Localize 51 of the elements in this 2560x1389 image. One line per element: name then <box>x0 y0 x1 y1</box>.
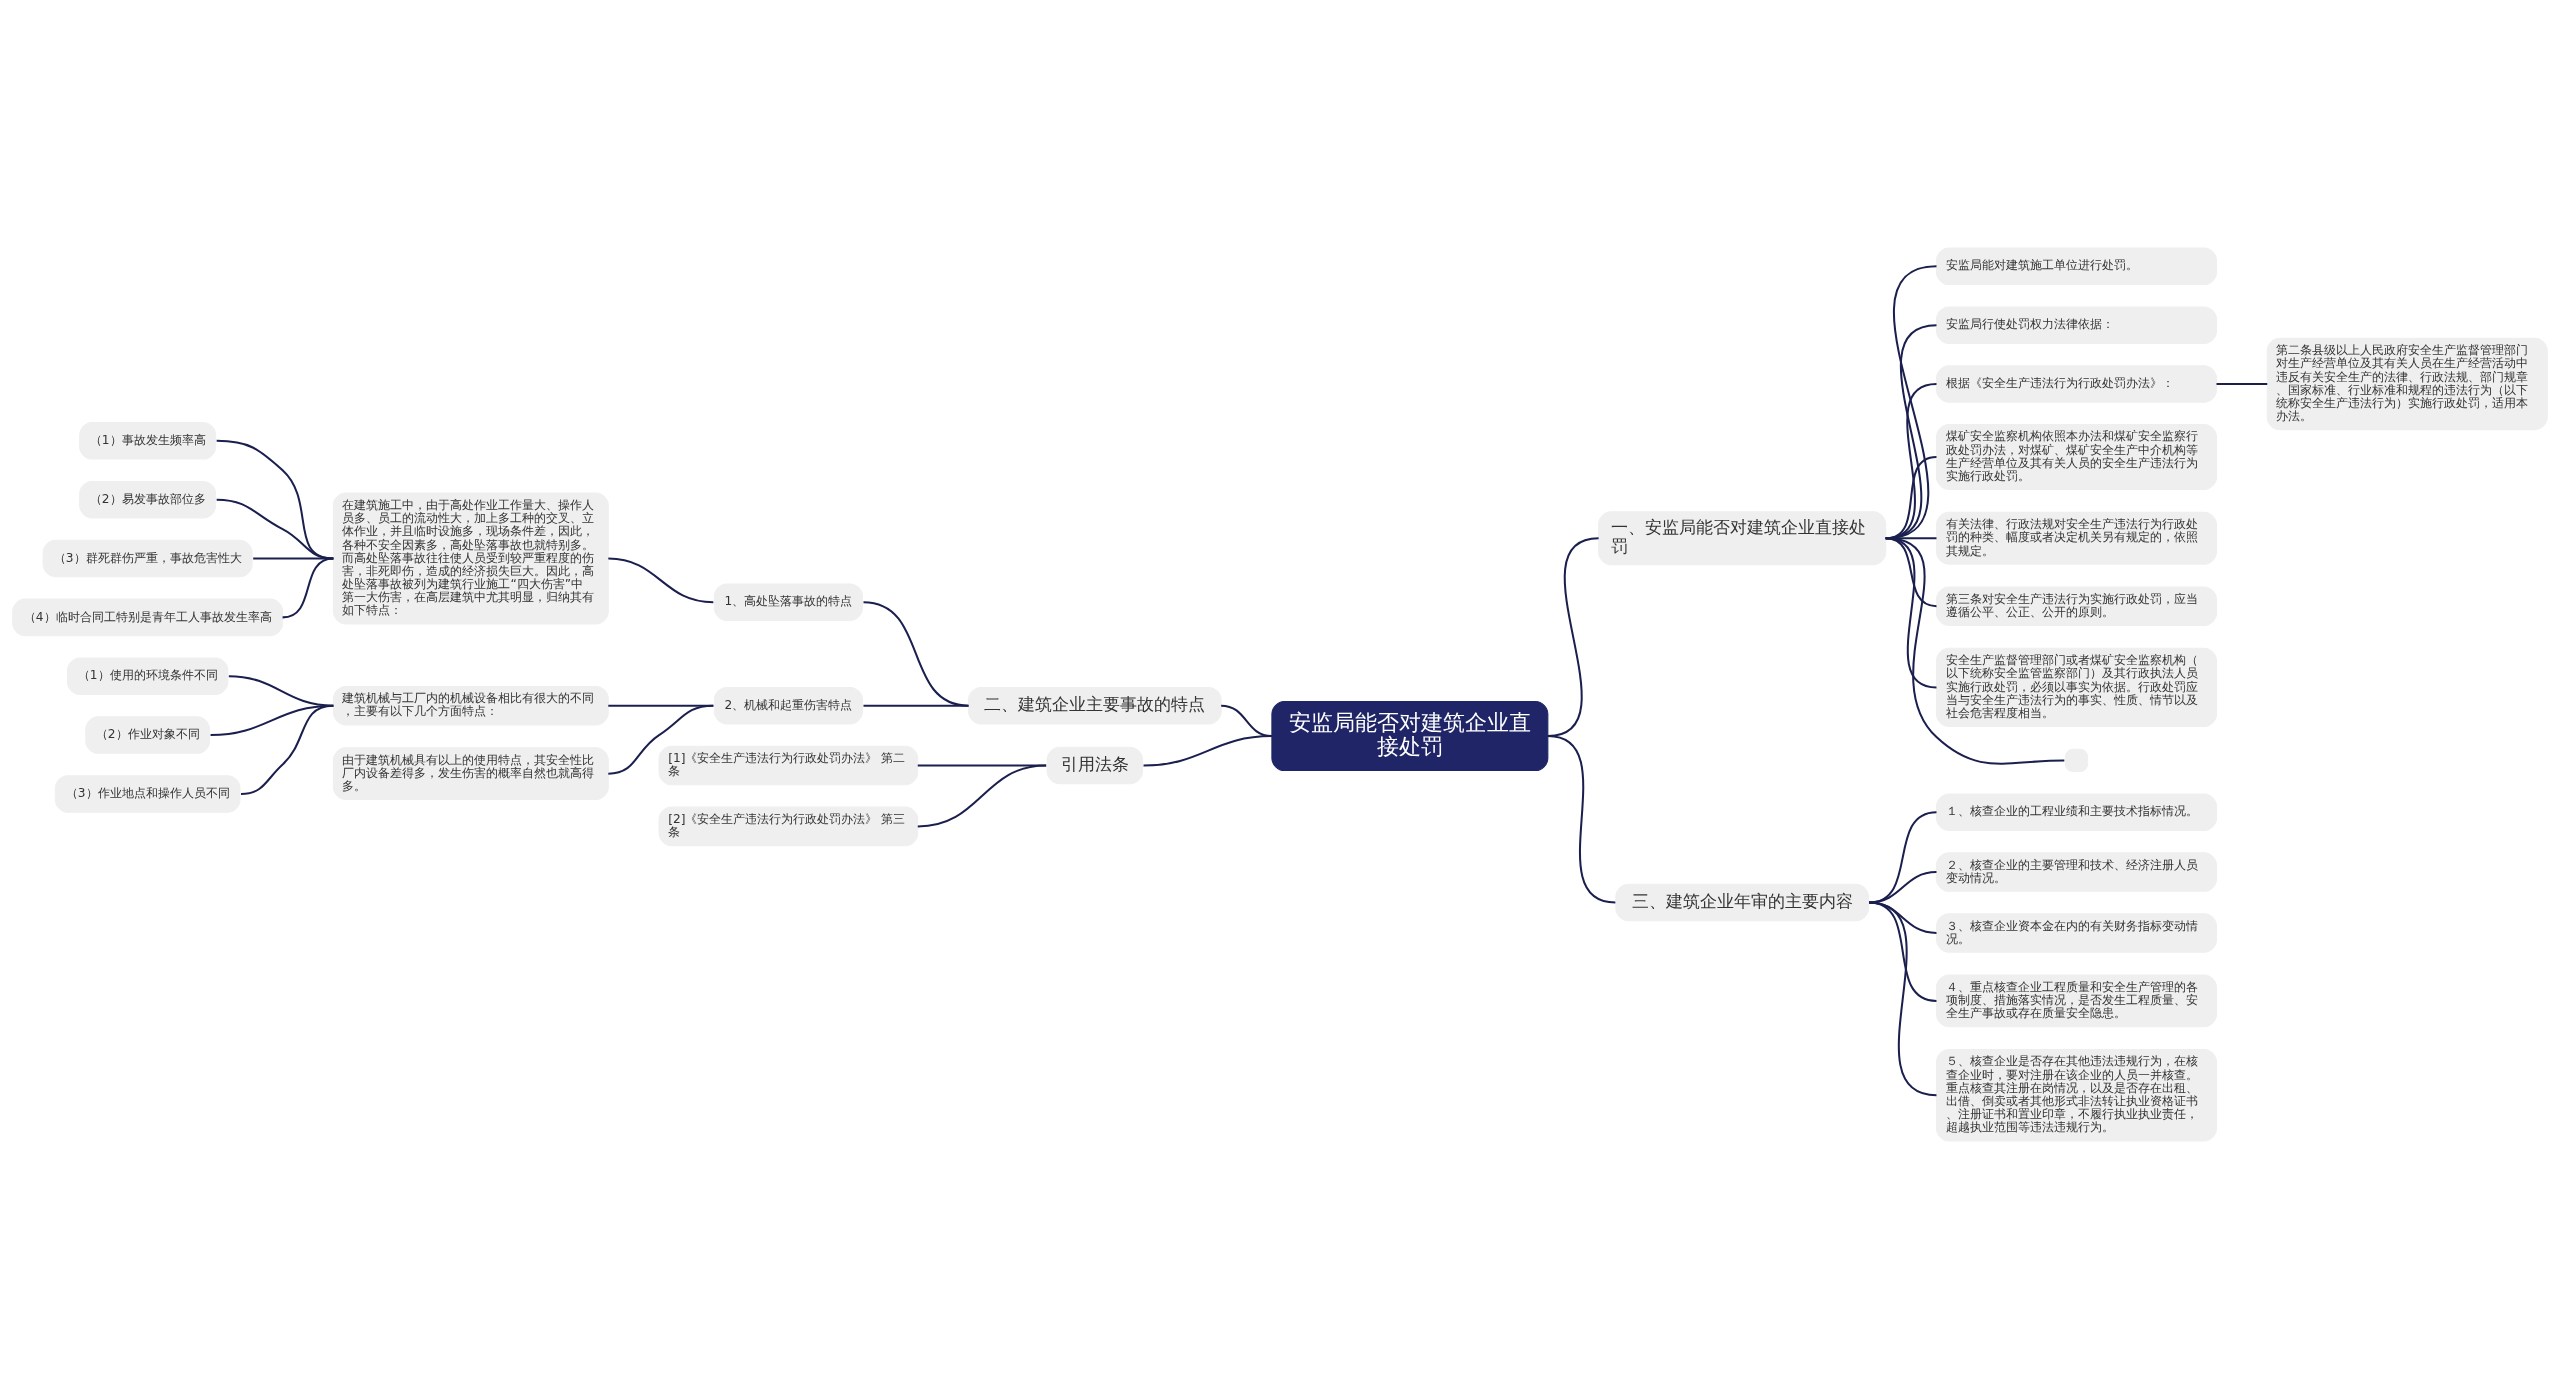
node-box: 第三条对安全生产违法行为实施行政处罚，应当遵循公平、公正、公开的原则。 <box>1935 586 2217 626</box>
node-box: （3）作业地点和操作人员不同 <box>54 775 241 813</box>
node-box: （2）作业对象不同 <box>85 716 211 754</box>
connector <box>216 439 334 560</box>
node-box <box>2064 748 2089 773</box>
node-box: 引用法条 <box>1046 746 1144 785</box>
node-box: 安监局行使处罚权力法律依据： <box>1935 306 2217 344</box>
connector <box>282 557 334 619</box>
connector <box>1868 811 1937 904</box>
node-box: 二、建筑企业主要事故的特点 <box>968 686 1222 725</box>
node-box: 煤矿安全监察机构依照本办法和煤矿安全监察行政处罚办法，对煤矿、煤矿安全生产中介机构等生产经营单位及其有关人员的安全生产违法行为实施行政处罚。 <box>1935 424 2217 491</box>
node-box: （4）临时合同工特别是青年工人事故发生率高 <box>12 598 284 637</box>
connector <box>863 704 969 707</box>
node-box: ４、重点核查企业工程质量和安全生产管理的各项制度、措施落实情况，是否发生工程质量、安全生产事故或存在质量安全隐患。 <box>1935 974 2217 1028</box>
node-box: 第二条县级以上人民政府安全生产监督管理部门对生产经营单位及其有关人员在生产经营活动中违反有关安全生产的法律、行政法规、部门规章、国家标准、行业标准和规程的违法行为（以下统称安全生产违法行为）实施行政处罚，适用本办法。 <box>2266 337 2548 431</box>
node-box: 安监局能对建筑施工单位进行处罚。 <box>1935 247 2217 286</box>
connector <box>1868 901 1937 1097</box>
connector <box>917 764 1047 828</box>
node-box: ２、核查企业的主要管理和技术、经济注册人员变动情况。 <box>1935 852 2217 892</box>
connector <box>2216 383 2268 386</box>
node-box: （1）使用的环境条件不同 <box>67 657 229 695</box>
node-box: 安监局能否对建筑企业直接处罚 <box>1271 701 1549 772</box>
connector <box>1885 537 2065 765</box>
node-box: 有关法律、行政法规对安全生产违法行为行政处罚的种类、幅度或者决定机关另有规定的，依照其规定。 <box>1935 511 2217 565</box>
connector <box>216 498 334 560</box>
connector <box>863 601 969 707</box>
connector <box>1885 537 1937 608</box>
node-box: ５、核查企业是否存在其他违法违规行为，在核查企业时，要对注册在该企业的人员一并核查。重点核查其注册在岗情况，以及是否存在出租、出借、倒卖或者其他形式非法转让执业资格证书、注册证书和置业印章，不履行执业执业责任，超越执业范围等违法违规行为。 <box>1935 1049 2217 1142</box>
node-box: [2]《安全生产违法行为行政处罚办法》 第三条 <box>658 806 919 847</box>
node-box: [1]《安全生产违法行为行政处罚办法》 第二条 <box>658 745 919 786</box>
node-box: 2、机械和起重伤害特点 <box>713 686 863 725</box>
node-box: 安全生产监督管理部门或者煤矿安全监察机构（以下统称安全监管监察部门）及其行政执法人员实施行政处罚，必须以事实为依据。行政处罚应当与安全生产违法行为的事实、性质、情节以及社会危害程度相当。 <box>1935 647 2217 727</box>
node-box: （1）事故发生频率高 <box>79 422 217 460</box>
node-box: １、核查企业的工程业绩和主要技术指标情况。 <box>1935 793 2217 831</box>
node-box: 在建筑施工中，由于高处作业工作量大、操作人员多、员工的流动性大，加上多工种的交叉、立体作业，并且临时设施多，现场条件差，因此，各种不安全因素多，高处坠落事故也就特别多。而高处坠落事故往往使人员受到较严重程度的伤害，非死即伤，造成的经济损失巨大。因此，高处坠落事故被列为建筑行业施工“四大伤害”中第一大伤害，在高层建筑中尤其明显，归纳其有如下特点： <box>332 492 609 625</box>
node-box: 建筑机械与工厂内的机械设备相比有很大的不同，主要有以下几个方面特点： <box>332 685 609 726</box>
node-box: （3）群死群伤严重，事故危害性大 <box>42 539 253 578</box>
connector <box>1868 871 1937 904</box>
node-box: ３、核查企业资本金在内的有关财务指标变动情况。 <box>1935 913 2217 953</box>
node-box: （2）易发事故部位多 <box>79 480 217 519</box>
connector <box>240 704 334 795</box>
node-box: 一、安监局能否对建筑企业直接处罚 <box>1598 511 1887 566</box>
connector <box>608 557 714 604</box>
connector <box>1547 735 1616 904</box>
node-box: 由于建筑机械具有以上的使用特点，其安全性比厂内设备差得多，发生伤害的概率自然也就高得多。 <box>332 747 609 801</box>
connector <box>608 704 714 775</box>
node-box: 1、高处坠落事故的特点 <box>713 583 863 621</box>
node-box: 三、建筑企业年审的主要内容 <box>1615 883 1869 922</box>
connector <box>1885 537 1937 689</box>
node-box: 根据《安全生产违法行为行政处罚办法》： <box>1935 365 2217 403</box>
connector <box>1143 735 1272 767</box>
